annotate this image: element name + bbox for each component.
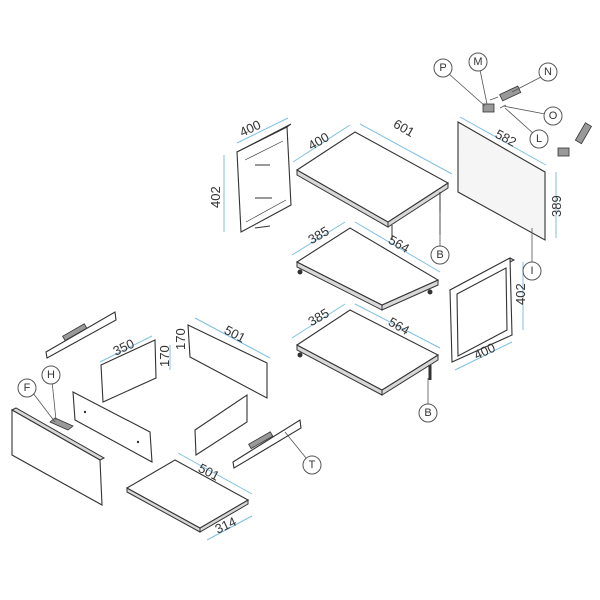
drawer-bottom: 501 314 [125,452,253,541]
dim-back-height: 389 [549,195,564,217]
callout-i: I [522,261,542,281]
callout-l: L [529,129,549,149]
drawer-back: 350 170 [99,335,172,403]
callout-p: P [433,58,453,78]
drawer-rail-left [45,311,117,359]
leaders [32,69,546,459]
right-side-panel: 402 400 [448,257,528,371]
dim-drawer-back-height: 170 [157,345,172,367]
dim-top-width: 601 [391,116,417,140]
drawer-inner-front [72,391,153,463]
dim-side-right-height: 402 [513,283,528,305]
svg-text:I: I [530,265,533,277]
svg-text:M: M [473,56,482,68]
svg-text:O: O [549,110,558,122]
drawer-rail-right [232,419,302,469]
callout-t: T [302,455,322,475]
svg-text:B: B [424,407,431,419]
dim-side-left-height: 402 [208,186,223,208]
svg-text:H: H [47,369,55,381]
callout-f: F [17,378,37,398]
svg-text:N: N [544,66,552,78]
callout-h: H [41,365,61,385]
svg-text:L: L [536,133,542,145]
svg-text:P: P [439,62,446,74]
svg-text:F: F [24,382,31,394]
callout-m: M [468,52,488,72]
dim-drawer-side-height: 170 [173,328,188,350]
drawer-side-right [194,393,248,456]
callout-n: N [538,62,558,82]
callout-b-lower: B [418,403,438,423]
shelf-lower: 385 564 [291,303,441,396]
back-panel: 582 389 [457,116,564,241]
callout-b-upper: B [430,245,450,265]
left-side-panel: 400 402 [208,117,292,233]
drawer-side-left: 170 501 [173,317,271,399]
dim-side-left-width: 400 [237,117,263,140]
top-board: 400 601 [292,116,453,240]
svg-text:T: T [309,459,316,471]
callout-o: O [543,106,563,126]
svg-text:B: B [436,249,443,261]
shelf-upper: 385 564 [291,221,441,311]
dim-drawer-side-width: 501 [222,322,248,345]
